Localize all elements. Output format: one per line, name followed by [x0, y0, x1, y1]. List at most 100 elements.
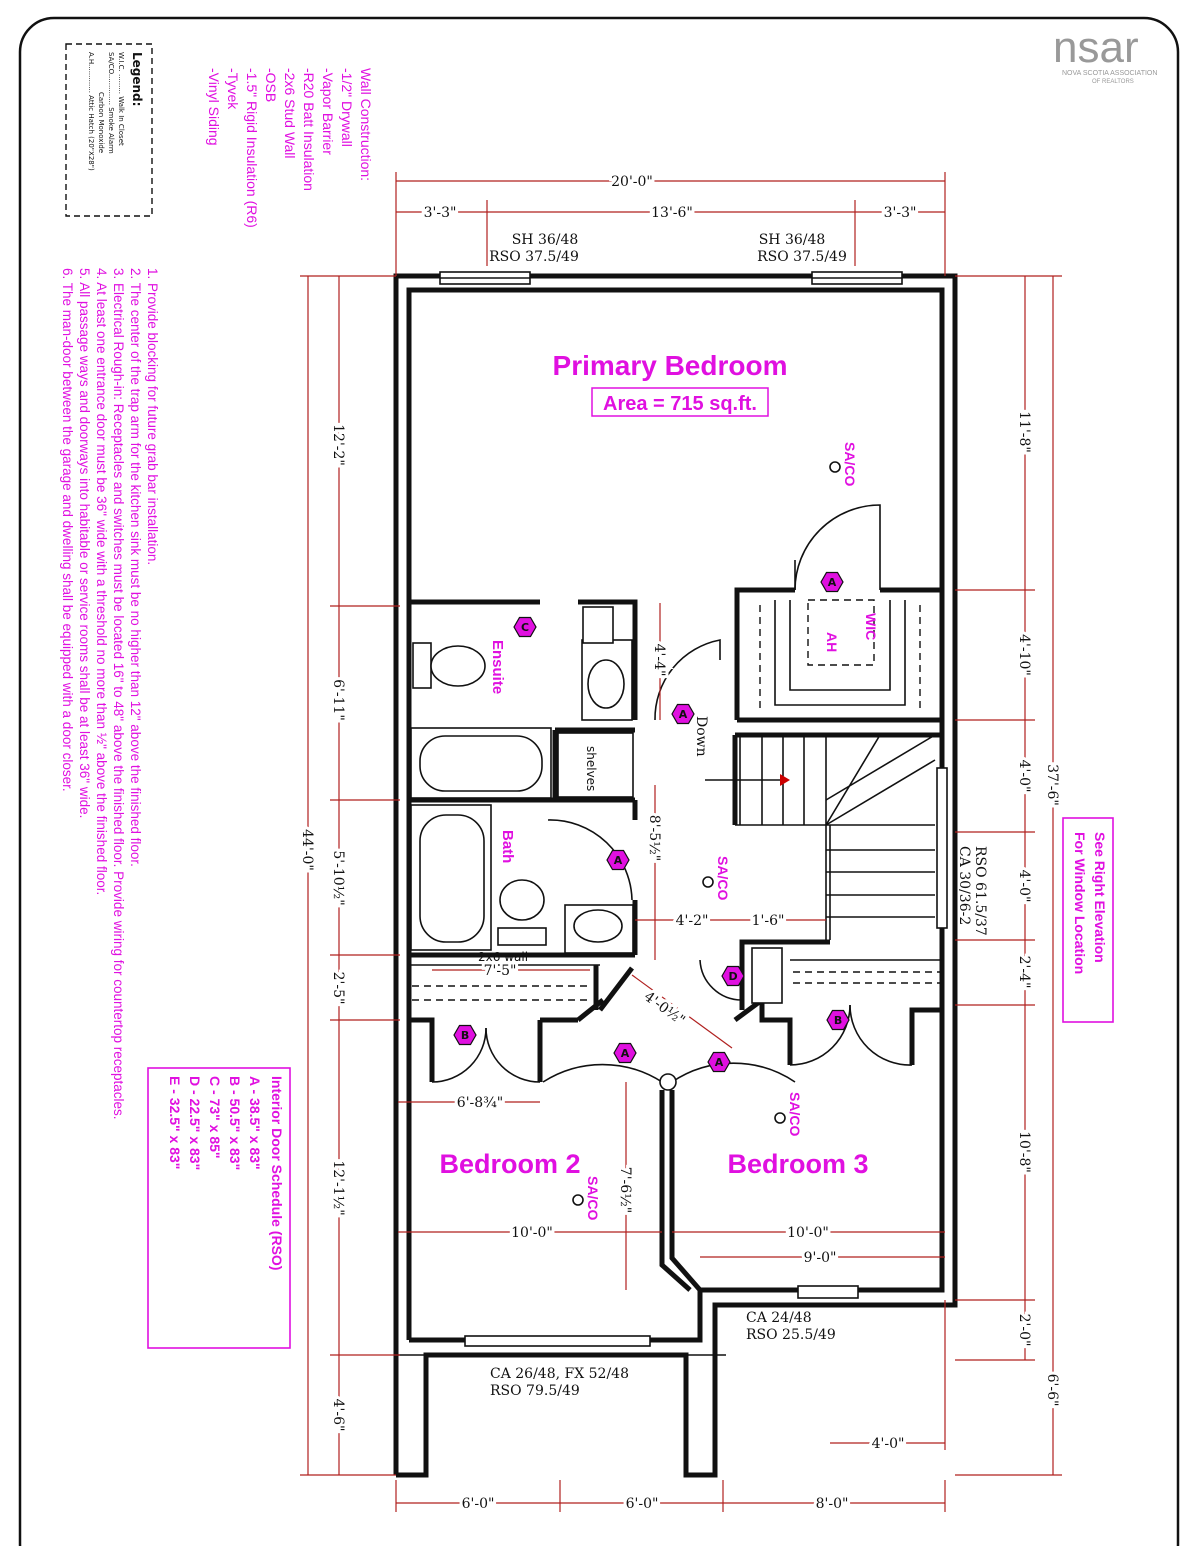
dim-bottom-2: 6'-0" — [626, 1496, 659, 1512]
windows — [439, 271, 948, 1347]
dim-right-7: 2'-0" — [1016, 1314, 1032, 1347]
wall-item: -R20 Batt Insulation — [301, 68, 317, 191]
note-item: 3. Electrical Rough-in: Receptacles and … — [111, 268, 126, 1120]
door-tag-c: C — [521, 621, 529, 634]
door-tag-d: D — [728, 970, 737, 983]
logo-mark: nsar — [1053, 23, 1139, 72]
dim-interior-4-0: 4'-0½" — [641, 989, 688, 1029]
attic-hatch-label: AH — [824, 632, 840, 652]
dim-left-2: 6'-11" — [330, 679, 346, 721]
door-tag-a: A — [679, 708, 688, 721]
window-5-type: CA 26/48, FX 52/48 — [490, 1366, 629, 1382]
dim-interior-7-6: 7'-6½" — [617, 1167, 633, 1213]
room-bedroom-3: Bedroom 3 — [727, 1149, 868, 1179]
primary-area: Area = 715 sq.ft. — [603, 393, 757, 415]
window-4-rso: RSO 25.5/49 — [746, 1327, 836, 1343]
stairs — [705, 734, 936, 940]
nsar-logo: nsar NOVA SCOTIA ASSOCIATION OF REALTORS — [1053, 23, 1157, 85]
dim-interior-1-6: 1'-6" — [752, 913, 785, 929]
see-right-line1: See Right Elevation — [1092, 832, 1108, 963]
dimension-lines — [300, 172, 1062, 1512]
dim-left-1: 12'-2" — [330, 424, 346, 466]
saco-label: SA/CO — [585, 1176, 601, 1220]
dim-left-3: 5'-10½" — [330, 850, 346, 905]
window-1-rso: RSO 37.5/49 — [489, 249, 579, 265]
window-3-rso: RSO 61.5/37 — [972, 846, 988, 936]
legend-item: A.H............. Attic Hatch (20"X28") — [87, 52, 95, 171]
door-schedule-title: Interior Door Schedule (RSO) — [269, 1076, 285, 1270]
room-wic: WIC — [863, 613, 879, 640]
note-item: 2. The center of the trap arm for the ki… — [128, 268, 143, 867]
dim-right-4: 4'-0" — [1016, 870, 1032, 903]
window-1-type: SH 36/48 — [512, 232, 579, 248]
exterior-walls — [393, 273, 958, 1478]
wall-item: -Tyvek — [225, 68, 241, 110]
door-schedule-item: A - 38.5" x 83" — [247, 1076, 263, 1170]
wall-item: -Vapor Barrier — [320, 68, 336, 155]
wall-construction: Wall Construction: -1/2" Drywall -Vapor … — [206, 68, 374, 228]
dim-interior-10-0-right: 10'-0" — [787, 1225, 829, 1241]
note-item: 1. Provide blocking for future grab bar … — [145, 268, 160, 565]
door-schedule: Interior Door Schedule (RSO) A - 38.5" x… — [167, 1076, 285, 1270]
dim-left-5: 12'-1½" — [330, 1160, 346, 1215]
dim-interior-4-0-bottom: 4'-0" — [872, 1436, 905, 1452]
dim-top-left: 3'-3" — [424, 205, 457, 221]
wall-item: -OSB — [263, 68, 279, 102]
note-item: 5. All passage ways and doorways into ha… — [77, 268, 92, 818]
dim-left-6: 4'-6" — [330, 1399, 346, 1432]
sheet-border — [18, 16, 1180, 1546]
wall-item: -1.5" Rigid Insulation (R6) — [244, 68, 260, 228]
dim-top-right: 3'-3" — [884, 205, 917, 221]
window-4-type: CA 24/48 — [746, 1310, 812, 1326]
door-tag-a: A — [715, 1056, 724, 1069]
dim-left-4: 2'-5" — [330, 972, 346, 1005]
door-tag-a: A — [614, 854, 623, 867]
saco-markers — [572, 461, 841, 1206]
dim-interior-4-4: 4'-4" — [651, 644, 667, 677]
note-item: 4. At least one entrance door must be 36… — [94, 268, 109, 895]
door-schedule-item: E - 32.5" x 83" — [167, 1076, 183, 1169]
logo-name: NOVA SCOTIA ASSOCIATION — [1062, 70, 1157, 77]
wall-item: -Vinyl Siding — [206, 68, 222, 146]
window-2-rso: RSO 37.5/49 — [757, 249, 847, 265]
room-primary-bedroom: Primary Bedroom — [553, 350, 788, 381]
wall-item: -2x6 Stud Wall — [282, 68, 298, 159]
notes: 1. Provide blocking for future grab bar … — [60, 268, 160, 1120]
dim-right-3: 4'-0" — [1016, 760, 1032, 793]
window-2-type: SH 36/48 — [759, 232, 826, 248]
dim-right-6: 10'-8" — [1016, 1131, 1032, 1173]
stair-down-label: Down — [693, 716, 709, 757]
room-bath: Bath — [499, 830, 516, 863]
dim-interior-8-5: 8'-5½" — [646, 815, 662, 861]
dim-interior-6-8: 6'-8¾" — [457, 1095, 503, 1111]
shelves-label: shelves — [584, 746, 598, 791]
door-tag-a: A — [828, 576, 837, 589]
room-ensuite: Ensuite — [489, 640, 506, 694]
window-5-rso: RSO 79.5/49 — [490, 1383, 580, 1399]
dim-bottom-3: 8'-0" — [816, 1496, 849, 1512]
legend-title: Legend: — [130, 52, 144, 106]
legend-item: SA/CO.............. Smoke Alarm — [107, 52, 115, 154]
see-right-line2: For Window Location — [1072, 832, 1088, 974]
dim-right-5: 2'-4" — [1016, 956, 1032, 989]
dim-interior-9-0: 9'-0" — [804, 1250, 837, 1266]
dim-right-8: 6'-6" — [1044, 1374, 1060, 1407]
stair-arrow-head — [780, 774, 790, 786]
dim-right-1: 11'-8" — [1016, 411, 1032, 453]
wall-item: -1/2" Drywall — [339, 68, 355, 147]
legend-item: W.I.C. ......... Walk In Closet — [117, 52, 125, 146]
see-right-box — [1062, 817, 1114, 1023]
interior-walls — [409, 587, 942, 1292]
dim-top-total: 20'-0" — [611, 174, 653, 190]
door-tags: A A A C D B B A A — [453, 571, 850, 1073]
saco-label: SA/CO — [715, 856, 731, 900]
area-box — [591, 387, 769, 417]
dim-interior-4-2: 4'-2" — [676, 913, 709, 929]
dim-top-middle: 13'-6" — [651, 205, 693, 221]
note-item: 6. The man-door between the garage and d… — [60, 268, 75, 792]
dim-left-total: 44'-0" — [299, 829, 315, 871]
dimension-labels: 20'-0" 3'-3" 13'-6" 3'-3" 6'-0" 6'-0" 8'… — [296, 171, 1063, 1515]
wall-2x6-label: 2x6 wall — [478, 950, 528, 964]
window-3-type: CA 30/36-2 — [956, 846, 972, 925]
